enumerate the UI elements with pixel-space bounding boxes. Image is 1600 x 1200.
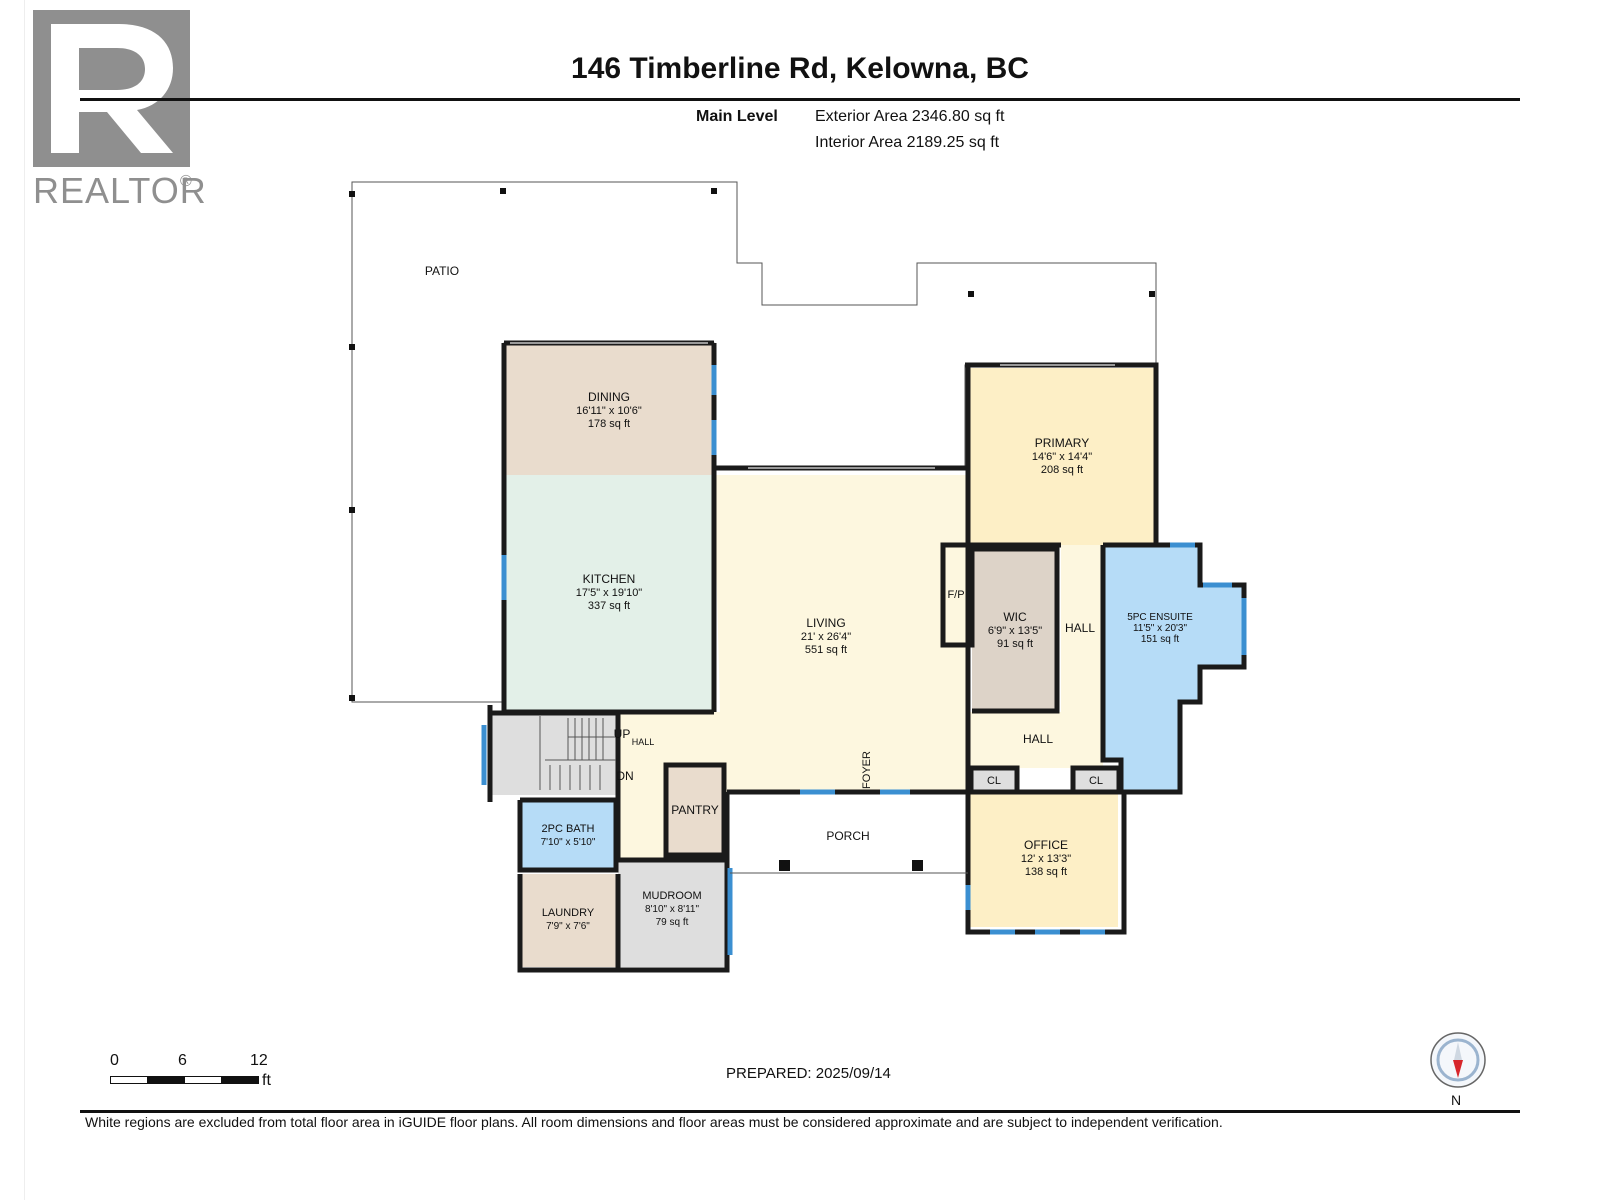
- laundry-dims: 7'9" x 7'6": [546, 921, 590, 932]
- scale-segment: [147, 1076, 185, 1084]
- title-divider: [80, 98, 1520, 101]
- ensuite-label: 5PC ENSUITE: [1127, 612, 1193, 623]
- hall-upper-label: HALL: [1065, 621, 1095, 635]
- scale-segment: [184, 1076, 222, 1084]
- porch-post: [779, 860, 790, 871]
- living-dims: 21' x 26'4": [801, 631, 851, 643]
- scale-bar: 0 6 12 ft: [110, 1052, 271, 1132]
- wic-area: 91 sq ft: [997, 638, 1033, 650]
- closet-left: [971, 768, 1017, 792]
- primary-label: PRIMARY: [1035, 436, 1089, 450]
- kitchen-dims: 17'5" x 19'10": [576, 587, 643, 599]
- foyer-label: FOYER: [861, 751, 873, 789]
- scale-tick-12: 12: [250, 1052, 268, 1069]
- closet-right: [1073, 768, 1119, 792]
- hall-upper-area: [1061, 545, 1103, 712]
- registered-mark: ®: [180, 173, 192, 190]
- wic-dims: 6'9" x 13'5": [988, 625, 1042, 637]
- scale-unit: ft: [262, 1072, 271, 1089]
- bath2-label: 2PC BATH: [542, 823, 595, 835]
- scale-tick-0: 0: [110, 1052, 119, 1069]
- dining-dims: 16'11" x 10'6": [576, 405, 642, 417]
- ensuite-room: [1103, 545, 1244, 792]
- primary-room: [968, 368, 1154, 545]
- realtor-logo: REALTOR ®: [33, 10, 206, 211]
- mudroom-room: [618, 860, 727, 967]
- porch-post: [912, 860, 923, 871]
- stairs-area: [490, 713, 618, 795]
- mudroom-area: 79 sq ft: [656, 917, 689, 928]
- kitchen-area: 337 sq ft: [588, 600, 630, 612]
- patio-label: PATIO: [425, 264, 459, 278]
- kitchen-label: KITCHEN: [583, 572, 636, 586]
- north-arrow-icon: [1430, 1032, 1486, 1088]
- logo-wordmark: REALTOR: [33, 170, 207, 211]
- scale-tick-6: 6: [178, 1052, 187, 1069]
- pantry-label: PANTRY: [671, 803, 719, 817]
- wic-label: WIC: [1003, 610, 1027, 624]
- hall-stair-label: HALL: [632, 737, 655, 747]
- dining-area: 178 sq ft: [588, 418, 630, 430]
- living-area: 551 sq ft: [805, 644, 847, 656]
- interior-area: Interior Area 2189.25 sq ft: [815, 134, 1000, 151]
- compass: N: [1428, 1030, 1488, 1110]
- laundry-label: LAUNDRY: [542, 907, 595, 919]
- stairs-down-label: DN: [616, 769, 633, 783]
- level-name: Main Level: [696, 108, 778, 125]
- office-dims: 12' x 13'3": [1021, 853, 1071, 865]
- office-area: 138 sq ft: [1025, 866, 1067, 878]
- patio-posts: [349, 188, 1155, 701]
- page-frame: [24, 0, 1577, 1200]
- pantry-room: [666, 765, 724, 855]
- compass-label: N: [1451, 1092, 1462, 1108]
- ensuite-area: 151 sq ft: [1141, 634, 1180, 645]
- exterior-area: Exterior Area 2346.80 sq ft: [815, 108, 1005, 125]
- scale-segment: [110, 1076, 148, 1084]
- office-label: OFFICE: [1024, 838, 1068, 852]
- kitchen-room: [504, 475, 714, 712]
- closet-right-label: CL: [1089, 775, 1103, 787]
- bath2-dims: 7'10" x 5'10": [541, 837, 596, 848]
- primary-dims: 14'6" x 14'4": [1032, 451, 1092, 463]
- wic-room: [972, 549, 1057, 711]
- hall-lower-area: [968, 712, 1103, 768]
- dining-room: [504, 343, 714, 475]
- footnote: White regions are excluded from total fl…: [85, 1114, 1223, 1130]
- mudroom-label: MUDROOM: [642, 890, 701, 902]
- stair-treads: [539, 716, 616, 790]
- stairs-up-label: UP: [614, 727, 631, 741]
- windows: [481, 365, 1247, 955]
- footer-divider: [80, 1110, 1520, 1113]
- dining-label: DINING: [588, 390, 630, 404]
- office-room: [968, 792, 1118, 927]
- fp-label: F/P: [947, 589, 964, 601]
- prepared-date: PREPARED: 2025/09/14: [726, 1065, 891, 1082]
- hall-lower-label: HALL: [1023, 732, 1053, 746]
- mudroom-dims: 8'10" x 8'11": [645, 904, 700, 915]
- realtor-r-logo: [33, 10, 190, 167]
- bath2-room: [520, 800, 616, 870]
- ensuite-dims: 11'5" x 20'3": [1133, 623, 1188, 634]
- sliding-doors: [510, 342, 1115, 469]
- primary-area: 208 sq ft: [1041, 464, 1083, 476]
- living-label: LIVING: [806, 616, 845, 630]
- scale-segment: [221, 1076, 259, 1084]
- page-title: 146 Timberline Rd, Kelowna, BC: [571, 52, 1029, 85]
- porch-label: PORCH: [826, 829, 869, 843]
- closet-left-label: CL: [987, 775, 1001, 787]
- laundry-room: [520, 874, 616, 967]
